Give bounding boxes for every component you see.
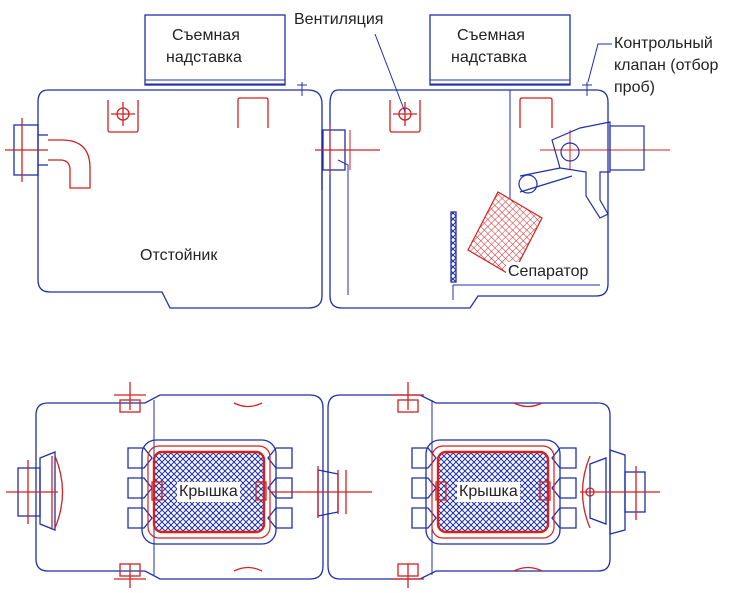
extension-left-label-line2: надставка: [166, 49, 242, 66]
plan-corner-marks: [114, 382, 424, 588]
inlet-elbow: [48, 139, 91, 189]
cover-right-frame: [425, 439, 561, 545]
lug-right: [519, 97, 553, 128]
valve-label-line3: проб): [614, 79, 655, 96]
cover-left-label: Крышка: [177, 482, 240, 502]
valve-label-line2: клапан (отбор: [614, 57, 719, 74]
separator-plate: [450, 211, 457, 283]
vent-mark-left: [107, 100, 139, 133]
leader-lines: [374, 33, 612, 113]
separator-label: Сепаратор: [506, 262, 591, 282]
extension-left: [144, 14, 286, 86]
settler-label: Отстойник: [140, 247, 218, 264]
side-view-red: [48, 97, 670, 189]
valve-label-line1: Контрольный: [614, 35, 713, 52]
vent-mark-right: [389, 100, 421, 133]
float-valve: [518, 121, 645, 219]
extension-right-label-line1: Съемная: [457, 27, 525, 44]
plan-settler: [35, 394, 324, 580]
side-view: [5, 14, 609, 309]
lug-left: [237, 97, 269, 128]
ventilation-label: Вентиляция: [294, 11, 384, 28]
plan-view: [17, 394, 646, 580]
separator-tank: [329, 89, 609, 309]
plan-separator: [327, 394, 611, 580]
plan-view-red: [6, 382, 660, 588]
extension-right-label-line2: надставка: [451, 49, 527, 66]
settler-tank: [37, 89, 323, 309]
extension-left-label-line1: Съемная: [172, 27, 240, 44]
extension-right: [429, 14, 571, 86]
cover-right-label: Крышка: [457, 482, 520, 502]
